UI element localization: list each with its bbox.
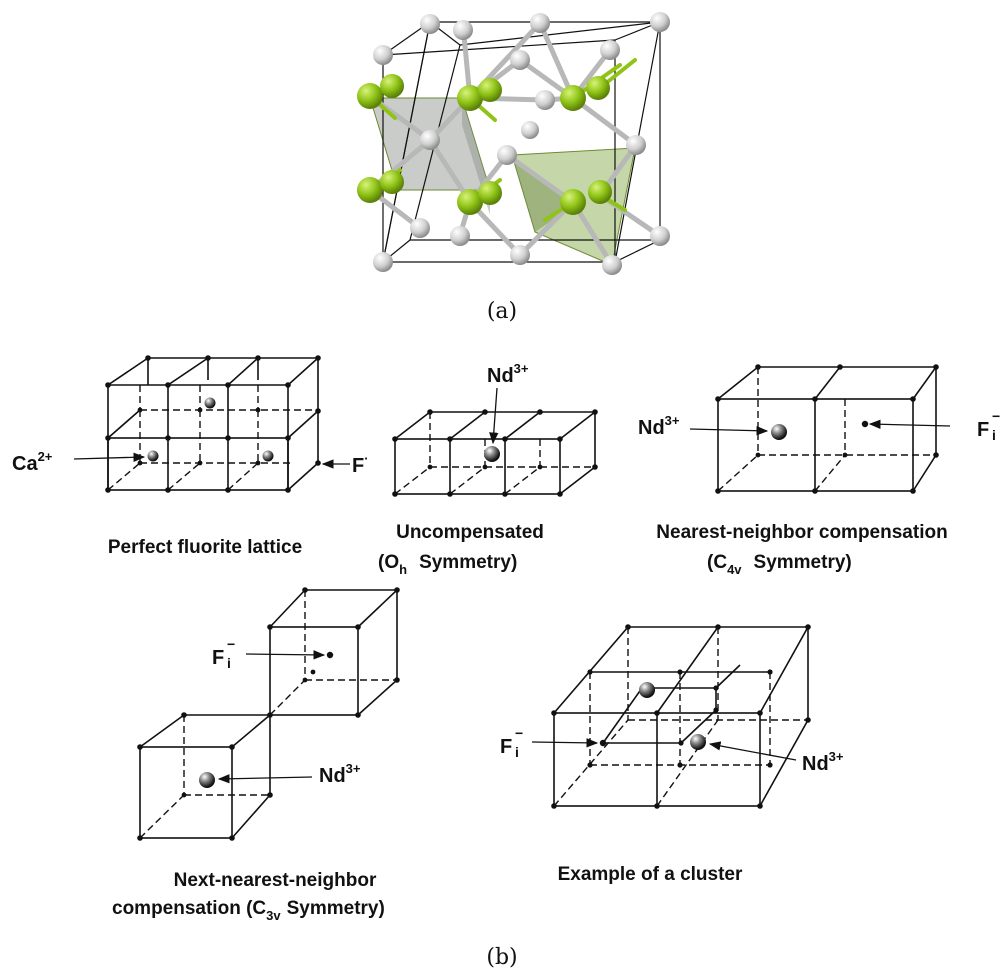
panel-nearest-neighbor: Nd3+ F − i Nearest-neighbor compensation… [638, 364, 1000, 577]
panel-title-perfect: Perfect fluorite lattice [108, 537, 302, 558]
cation-site [204, 397, 216, 409]
svg-text:−: − [227, 636, 235, 652]
f-interstitial [599, 739, 607, 747]
f-arrow [245, 650, 326, 660]
nd-label: Nd3+ [802, 749, 844, 775]
anion-atoms [357, 74, 612, 215]
nd-label: Nd3+ [638, 413, 680, 439]
nd-label: Nd3+ [487, 361, 529, 387]
unit-cell-edges [382, 21, 661, 263]
panel-title-cluster: Example of a cluster [558, 864, 743, 885]
svg-text:−: − [515, 725, 523, 741]
panel-cluster: Nd3+ F − i Example of a cluster [500, 624, 844, 885]
f-interstitial [326, 651, 334, 659]
cation-site [262, 450, 274, 462]
f-arrow [531, 738, 599, 748]
nd-arrow [708, 741, 797, 761]
nd-ion [199, 772, 215, 788]
nd-arrow [217, 774, 313, 784]
nd-arrow [489, 387, 499, 445]
panel-perfect-fluorite: Ca2+ F· Perfect fluorite lattice [12, 355, 369, 558]
f-label: F· [352, 451, 369, 477]
panel-next-nearest-neighbor: Nd3+ F − i Next-nearest-neighbor compens… [112, 587, 400, 923]
nd-ion [690, 734, 706, 750]
f-interstitial [861, 420, 869, 428]
f-arrow [868, 419, 951, 429]
nd-ion [771, 424, 787, 440]
svg-text:i: i [227, 655, 231, 671]
f-i-label: F − i [977, 408, 1000, 443]
svg-text:i: i [515, 744, 519, 760]
ca-arrow [73, 452, 146, 462]
crystal-structure-3d [357, 12, 670, 275]
panel-title-nearest-neighbor: Nearest-neighbor compensation [656, 522, 947, 543]
svg-text:i: i [992, 427, 996, 443]
nd-label: Nd3+ [319, 761, 361, 787]
svg-text:F: F [500, 736, 512, 758]
caption-a: (a) [487, 299, 517, 324]
f-i-label: F − i [212, 636, 235, 671]
caption-b: (b) [486, 945, 517, 970]
svg-text:F: F [977, 419, 989, 441]
svg-text:F: F [212, 647, 224, 669]
f-i-label: F − i [500, 725, 523, 760]
panel-title-next-nearest-neighbor: Next-nearest-neighbor [174, 870, 377, 891]
panel-title-uncompensated: Uncompensated [396, 522, 544, 543]
cation-atoms [373, 12, 670, 275]
ca-label: Ca2+ [12, 449, 53, 475]
nd-arrow [689, 426, 769, 436]
nd-ion [484, 446, 500, 462]
svg-text:−: − [992, 408, 1000, 424]
nd-ion [639, 682, 655, 698]
cation-site [147, 450, 159, 462]
